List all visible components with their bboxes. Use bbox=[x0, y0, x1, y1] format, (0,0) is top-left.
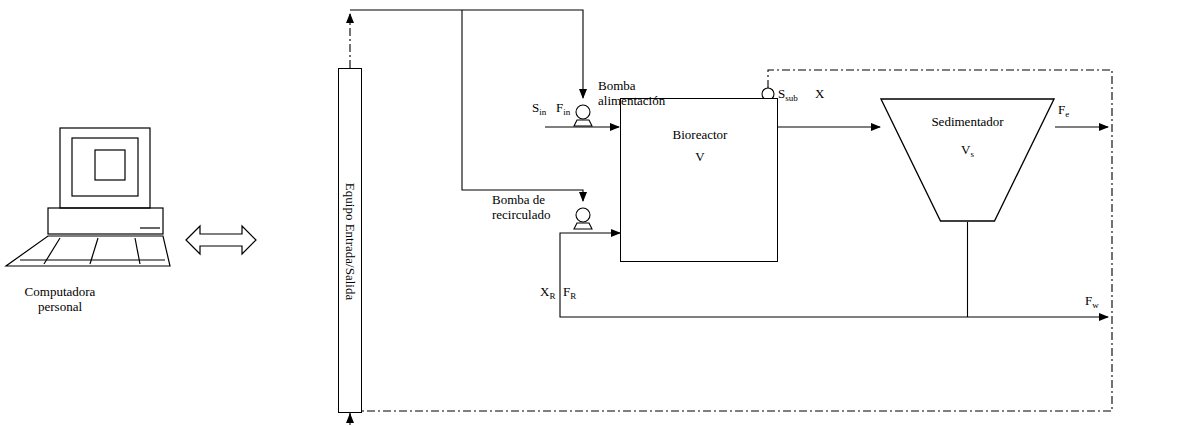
bioreactor-box: BioreactorV bbox=[620, 98, 778, 262]
variable-label: XR bbox=[540, 284, 555, 304]
pump-label: Bomba alimentación bbox=[598, 78, 682, 108]
variable-label: Sin bbox=[532, 100, 546, 120]
variable-label: Ssub bbox=[778, 86, 798, 106]
settler-tank: SedimentadorVs bbox=[880, 98, 1055, 222]
node-title: Bioreactor bbox=[673, 127, 728, 142]
node-title: Sedimentador bbox=[931, 114, 1003, 129]
signal-line bbox=[350, 14, 1112, 425]
computer-icon bbox=[6, 128, 170, 266]
io-equipment-box: Equipo Entrada/Salida bbox=[338, 68, 362, 413]
flow-label: Fe bbox=[1058, 102, 1069, 122]
flow-label: FR bbox=[563, 284, 576, 304]
flow-label: Fw bbox=[1085, 293, 1099, 313]
waste-line bbox=[968, 316, 1108, 317]
data-link-arrow bbox=[186, 226, 256, 254]
pump-symbol bbox=[574, 105, 592, 229]
variable-label: X bbox=[815, 86, 824, 101]
signal-line bbox=[350, 414, 351, 420]
device-label: Computadora personal bbox=[18, 284, 102, 314]
flow-connector bbox=[778, 126, 880, 127]
effluent-line bbox=[1055, 126, 1108, 127]
variable-label: Fin bbox=[556, 100, 570, 120]
pump-label: Bomba de recirculado bbox=[492, 192, 564, 222]
node-title: Equipo Entrada/Salida bbox=[344, 183, 359, 300]
node-symbol: V bbox=[695, 149, 704, 164]
feed-line bbox=[545, 126, 619, 127]
node-symbol: Vs bbox=[961, 142, 974, 162]
pump-command-line bbox=[350, 10, 583, 201]
